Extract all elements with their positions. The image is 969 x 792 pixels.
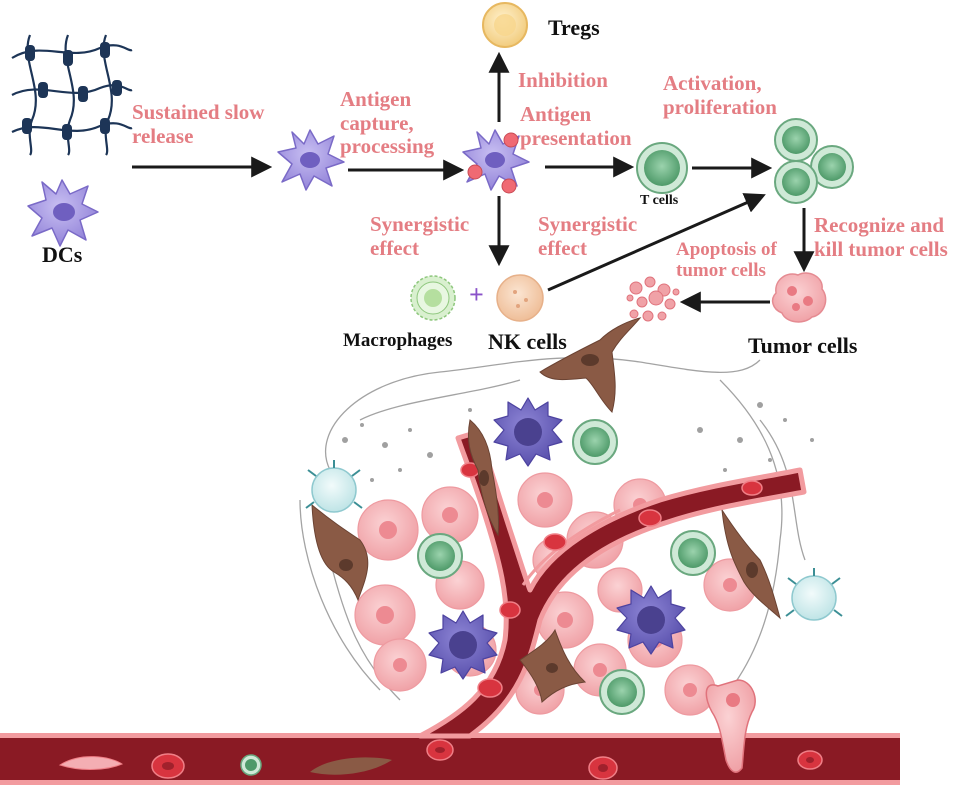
label-macrophages: Macrophages [343,330,453,351]
treg-cell-icon [482,2,528,48]
label-nk-cells: NK cells [488,329,567,354]
antigen-presenting-dc-icon [462,129,530,194]
tumor-t-cell-icons [417,419,716,715]
macrophage-icon [410,275,456,321]
label-recognize-kill: Recognize and kill tumor cells [814,213,948,261]
label-sustained-release: Sustained slow release [132,100,265,148]
flow-arrows [132,51,815,313]
dendritic-cell-icon [27,179,99,247]
tumor-light-blue-cell-icons [305,460,843,621]
label-antigen-capture: Antigen capture, processing [340,87,435,159]
apoptotic-tumor-fragments-icon [626,276,680,322]
hydrogel-crosslinks [22,42,122,140]
arrow-synergy-up [547,193,766,292]
label-activation: Activation, proliferation [663,71,777,119]
label-t-cells: T cells [640,193,679,208]
label-apoptosis: Apoptosis of tumor cells [676,239,777,282]
proliferated-t-cells-icon [774,118,854,204]
label-antigen-presentation: Antigen presentation [520,102,632,150]
tumor-microenvironment [0,317,900,785]
nk-cell-icon [496,274,544,322]
label-inhibition: Inhibition [518,68,608,92]
label-tregs: Tregs [548,15,600,40]
antigen-capturing-dc-icon [277,129,345,191]
tumor-dc-icons [428,397,686,680]
label-synergistic-right: Synergistic effect [538,212,638,260]
tumor-cell-cluster-icon [771,272,827,323]
label-tumor-cells: Tumor cells [748,333,858,358]
label-synergistic-left: Synergistic effect [370,212,470,260]
t-cell-icon [636,142,688,194]
label-dcs: DCs [42,242,83,267]
label-plus: + [469,280,484,309]
